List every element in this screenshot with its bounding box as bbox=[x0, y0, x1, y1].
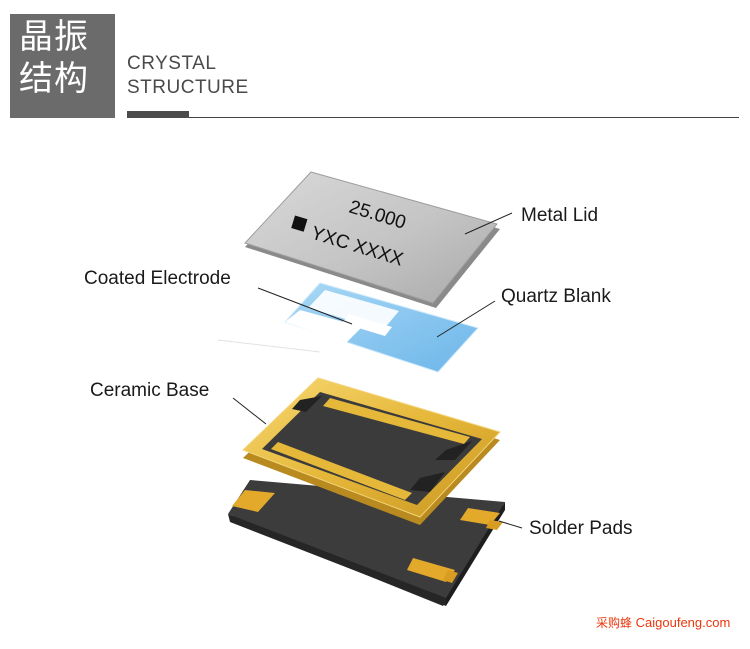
label-metal-lid: Metal Lid bbox=[521, 205, 599, 226]
cavity-mount-3 bbox=[410, 472, 445, 492]
label-solder-pads: Solder Pads bbox=[529, 518, 633, 539]
solder-pad-1 bbox=[232, 490, 275, 512]
header-divider-accent bbox=[127, 111, 189, 118]
cavity-electrode-strip-2 bbox=[271, 442, 412, 500]
header-title-en-line1: CRYSTAL bbox=[127, 53, 217, 74]
label-ceramic-base: Ceramic Base bbox=[90, 380, 210, 401]
ceramic-base-body bbox=[228, 480, 505, 606]
leader-metal-lid bbox=[464, 212, 513, 235]
label-quartz-blank: Quartz Blank bbox=[501, 286, 611, 307]
watermark: 采购蜂 Caigoufeng.com bbox=[596, 614, 730, 631]
header-title-en: CRYSTAL STRUCTURE bbox=[127, 52, 249, 100]
quartz-blank bbox=[217, 282, 479, 373]
pin-one-mark bbox=[291, 215, 308, 232]
label-coated-electrode: Coated Electrode bbox=[84, 268, 231, 289]
ceramic-base-ring bbox=[242, 377, 501, 525]
watermark-en: Caigoufeng.com bbox=[635, 615, 731, 630]
header-title-cn-line2: 结构 bbox=[19, 59, 89, 99]
cavity-electrode-strip-1 bbox=[323, 398, 470, 444]
cavity-mount-2 bbox=[435, 441, 472, 460]
leader-coated-electrode bbox=[257, 287, 353, 325]
header-title-box bbox=[10, 14, 115, 118]
leader-ceramic-base bbox=[232, 397, 267, 425]
header-title-en-line2: STRUCTURE bbox=[127, 77, 249, 98]
leader-quartz-blank bbox=[436, 300, 496, 338]
leader-solder-pads bbox=[498, 520, 523, 529]
coated-electrode-upper bbox=[308, 290, 399, 330]
cavity-mount-1 bbox=[292, 396, 322, 412]
watermark-cn: 采购蜂 bbox=[596, 616, 633, 630]
coated-electrode-pad bbox=[342, 314, 392, 336]
metal-lid: 25.000 YXC XXXX bbox=[244, 171, 500, 308]
header-title-cn: 晶振 结构 bbox=[19, 16, 89, 100]
coated-electrode-lower bbox=[285, 310, 362, 343]
header-title-cn-line1: 晶振 bbox=[19, 17, 89, 57]
header-divider bbox=[127, 117, 739, 118]
solder-pad-2 bbox=[407, 558, 455, 582]
